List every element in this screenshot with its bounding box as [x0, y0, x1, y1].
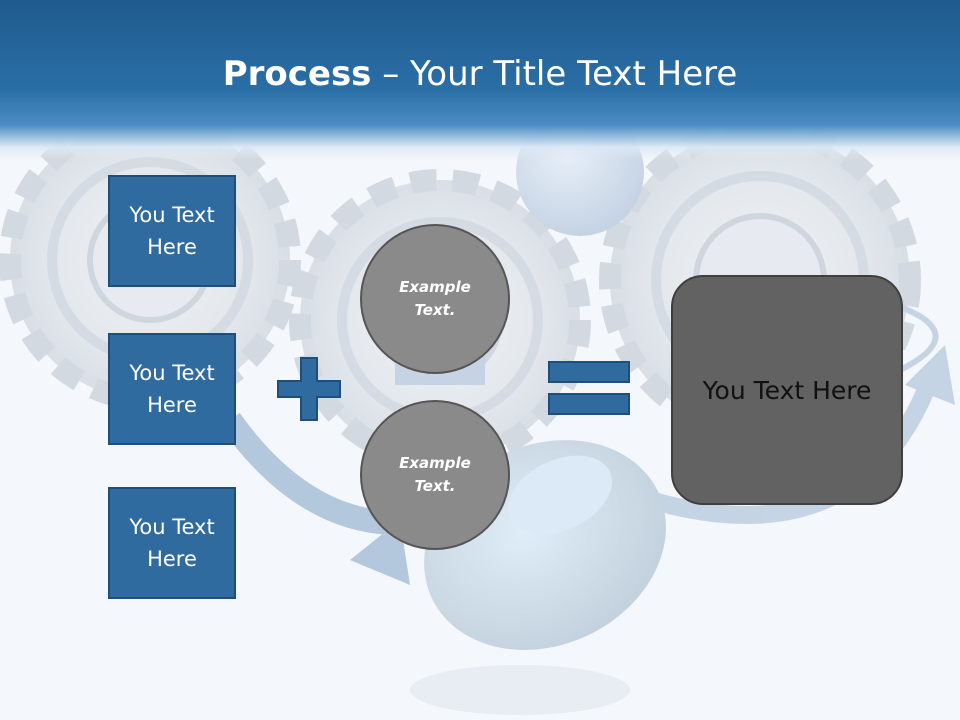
text-box-3[interactable]: You Text Here	[108, 487, 236, 599]
example-circle-1[interactable]: Example Text.	[360, 224, 510, 374]
equals-icon	[548, 361, 630, 415]
text-box-1[interactable]: You Text Here	[108, 175, 236, 287]
slide-title: Process – Your Title Text Here	[0, 52, 960, 96]
title-bold: Process	[222, 54, 372, 94]
result-box[interactable]: You Text Here	[671, 275, 903, 505]
title-rest: – Your Title Text Here	[371, 54, 738, 94]
title-bar	[0, 0, 960, 160]
plus-icon	[277, 357, 341, 421]
example-circle-2[interactable]: Example Text.	[360, 400, 510, 550]
text-box-2[interactable]: You Text Here	[108, 333, 236, 445]
